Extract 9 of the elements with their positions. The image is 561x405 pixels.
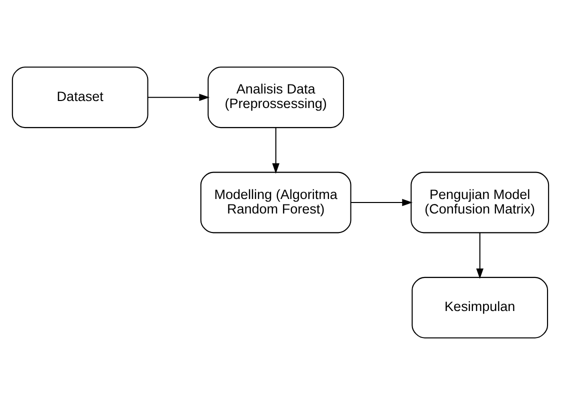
node-box: Kesimpulan [412, 276, 548, 338]
arrow [350, 198, 413, 206]
arrow [476, 232, 484, 279]
node-box: Dataset [12, 66, 148, 128]
arrow [272, 128, 280, 174]
node-box: Modelling (Algoritma Random Forest) [200, 172, 352, 234]
arrow [148, 94, 210, 101]
node-box: Analisis Data (Preprossessing) [208, 66, 344, 128]
node-box: Pengujian Model (Confusion Matrix) [410, 172, 550, 234]
